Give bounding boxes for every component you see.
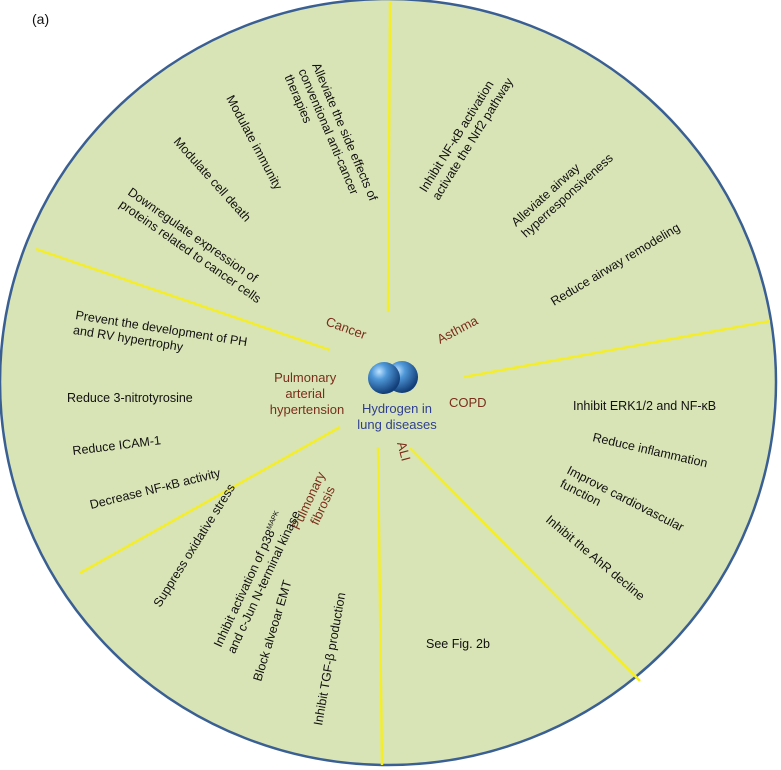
divider-ali-fibrosis (376, 446, 384, 766)
effect-copd-erk: Inhibit ERK1/2 and NF-κB (573, 399, 716, 413)
divider-pah-cancer (35, 247, 331, 352)
category-pah-line: Pulmonary (274, 370, 337, 385)
ali-effects: See Fig. 2b (426, 637, 490, 651)
center-title-line-1: Hydrogen in (362, 401, 432, 416)
effect-line: See Fig. 2b (426, 637, 490, 651)
effect-line: Reduce 3-nitrotyrosine (67, 391, 193, 405)
category-pah-line: hypertension (270, 402, 344, 417)
hydrogen-atom-icon (368, 362, 400, 394)
effect-line: Inhibit ERK1/2 and NF-κB (573, 399, 716, 413)
category-copd: COPD (449, 395, 487, 410)
divider-copd-ali (409, 447, 641, 682)
category-pah-line: arterial (285, 386, 325, 401)
panel-label: (a) (32, 11, 49, 27)
category-pulmonary-arterial-hypertension: Pulmonary arterial hypertension (270, 370, 344, 417)
hydrogen-molecule-icon (368, 361, 418, 394)
divider-asthma-copd (463, 319, 771, 379)
center-title-line-2: lung diseases (357, 417, 437, 432)
sector-dividers (35, 1, 771, 766)
divider-cancer-asthma (386, 1, 392, 313)
effect-ali-see-fig: See Fig. 2b (426, 637, 490, 651)
divider-fibrosis-pah (79, 425, 341, 575)
category-ali: ALI (394, 440, 414, 463)
effect-pah-nitrotyrosine: Reduce 3-nitrotyrosine (67, 391, 193, 405)
